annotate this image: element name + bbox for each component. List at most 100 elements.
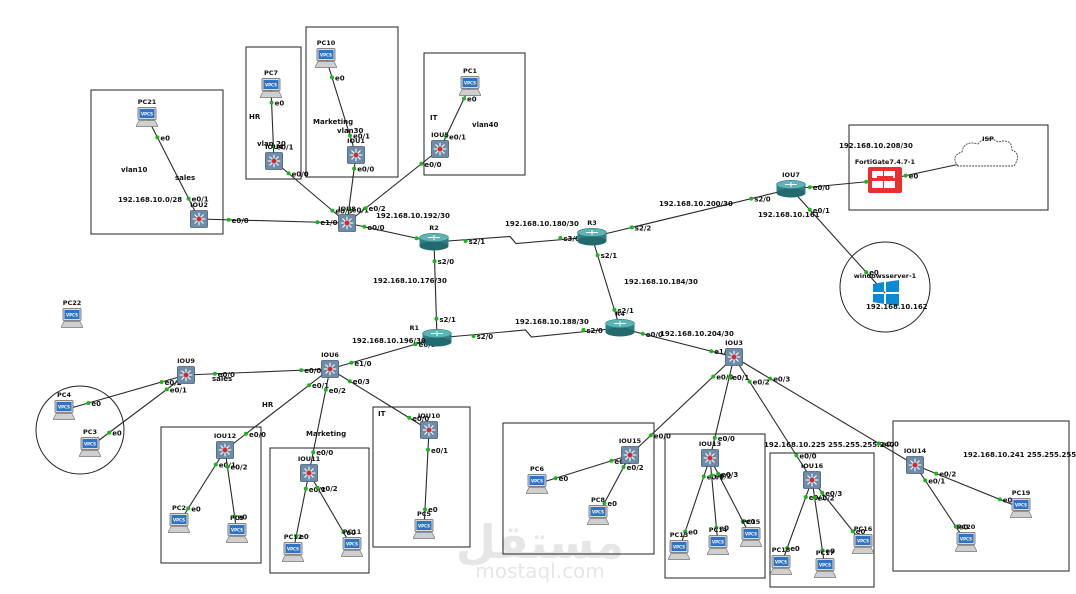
node-pc1[interactable]: PC1	[459, 67, 481, 96]
link-iou13-pc15[interactable]	[709, 457, 752, 538]
port-label: e0/1	[309, 486, 326, 494]
switch-icon	[300, 464, 318, 482]
node-pc11[interactable]: PC11	[341, 528, 363, 557]
link-pc21-iou2[interactable]	[146, 116, 200, 220]
link-iou14-pc19[interactable]	[914, 464, 1022, 509]
link-iou6-iou11[interactable]	[308, 368, 331, 474]
link-iou16-pc17[interactable]	[811, 479, 826, 569]
node-r4[interactable]: R4	[605, 310, 635, 337]
node-iou13[interactable]: IOU13	[699, 440, 721, 467]
link-iou13-pc14[interactable]	[709, 457, 719, 546]
link-pc10-iou1[interactable]	[325, 57, 357, 156]
node-pc19[interactable]: PC19	[1010, 489, 1032, 518]
node-pc22[interactable]: PC22	[61, 299, 83, 328]
link-iou15-pc8[interactable]	[597, 454, 631, 516]
node-iou6[interactable]: IOU6	[321, 351, 339, 378]
node-win[interactable]: windowsserver-1	[854, 272, 917, 306]
port-status-dot	[876, 441, 881, 446]
node-iou8[interactable]: IOU8	[338, 205, 356, 232]
link-iou9-pc4[interactable]	[63, 374, 187, 411]
node-iou3[interactable]: IOU3	[725, 339, 743, 366]
port-status-dot	[269, 100, 274, 105]
link-iou9-pc3[interactable]	[89, 374, 187, 448]
node-pc2[interactable]: PC2	[168, 504, 190, 533]
link-pc7-iou4[interactable]	[270, 87, 275, 162]
node-pc16[interactable]: PC16	[852, 525, 874, 554]
node-iou15[interactable]: IOU15	[619, 437, 642, 464]
link-iou12-pc2[interactable]	[178, 449, 226, 524]
node-pc8[interactable]: PC8	[587, 496, 609, 525]
port-status-dot	[711, 374, 716, 379]
link-r1-r4[interactable]	[436, 327, 621, 339]
node-pc15[interactable]: PC15	[740, 518, 762, 547]
node-r1[interactable]: R1	[409, 324, 452, 347]
node-iou5[interactable]: IOU5	[431, 131, 449, 158]
link-iou2-iou8[interactable]	[198, 218, 348, 224]
link-iou5-iou8[interactable]	[346, 148, 441, 224]
node-iou1[interactable]: IOU1	[347, 137, 365, 164]
node-iou11[interactable]: IOU11	[298, 455, 321, 482]
node-iou2[interactable]: IOU2	[190, 201, 208, 228]
node-iou14[interactable]: IOU14	[904, 447, 927, 474]
link-iou6-iou9[interactable]	[185, 368, 331, 376]
node-pc4[interactable]: PC4	[53, 391, 75, 420]
node-pc18[interactable]: PC18	[770, 546, 792, 575]
link-r3-r4[interactable]	[591, 236, 621, 329]
node-r2[interactable]: R2	[419, 224, 449, 251]
node-r3[interactable]: R3	[577, 219, 607, 246]
node-iou4[interactable]: IOU4	[265, 143, 283, 170]
node-fw[interactable]: FortiGate7.4.7-1	[855, 158, 916, 193]
link-pc1-iou5[interactable]	[439, 85, 471, 150]
link-iou16-pc16[interactable]	[811, 479, 864, 545]
link-iou3-iou16[interactable]	[733, 356, 813, 481]
node-label: PC12	[284, 533, 303, 541]
link-iou14-pc20[interactable]	[914, 464, 967, 543]
node-iou7[interactable]: IOU7	[776, 171, 806, 198]
port-label: e0/2	[369, 205, 386, 213]
link-iou3-iou13[interactable]	[709, 356, 735, 459]
link-iou13-pc13[interactable]	[678, 457, 711, 551]
link-r2-r1[interactable]	[433, 241, 438, 339]
node-iou16[interactable]: IOU16	[801, 462, 824, 489]
node-pc10[interactable]: PC10	[315, 39, 337, 68]
node-pc12[interactable]: PC12	[282, 533, 304, 562]
node-isp[interactable]: ISP	[954, 135, 1018, 167]
link-iou3-iou15[interactable]	[629, 356, 735, 456]
node-pc9[interactable]: PC9	[226, 514, 248, 543]
node-pc6[interactable]: PC6	[526, 465, 548, 494]
node-pc20[interactable]: PC20	[955, 523, 977, 552]
link-iou6-iou12[interactable]	[224, 368, 331, 451]
port-status-dot	[864, 179, 869, 184]
link-iou16-pc18[interactable]	[780, 479, 813, 566]
node-iou12[interactable]: IOU12	[214, 432, 236, 459]
link-iou7-win[interactable]	[790, 188, 886, 294]
link-iou15-pc6[interactable]	[536, 454, 631, 485]
port-label: e0	[1003, 496, 1013, 504]
node-pc14[interactable]: PC14	[707, 526, 729, 555]
link-iou10-pc5[interactable]	[423, 429, 430, 530]
link-iou6-iou10[interactable]	[329, 368, 430, 431]
link-r2-r3[interactable]	[433, 235, 593, 245]
link-iou11-pc12[interactable]	[292, 472, 310, 553]
node-label: R1	[409, 324, 419, 332]
link-r3-iou7[interactable]	[591, 188, 792, 238]
switch-icon	[190, 210, 208, 228]
node-pc13[interactable]: PC13	[668, 531, 690, 560]
node-pc21[interactable]: PC21	[136, 98, 158, 127]
link-iou3-iou14[interactable]	[733, 356, 916, 466]
node-pc17[interactable]: PC17	[814, 549, 836, 578]
link-iou11-pc11[interactable]	[308, 472, 353, 548]
node-iou10[interactable]: IOU10	[418, 412, 441, 439]
link-iou1-iou8[interactable]	[346, 154, 357, 224]
node-pc3[interactable]: PC3	[79, 428, 101, 457]
link-r4-iou3[interactable]	[619, 327, 735, 358]
link-r1-iou6[interactable]	[329, 337, 438, 370]
node-pc7[interactable]: PC7	[260, 69, 282, 98]
port-status-dot	[621, 465, 626, 469]
link-iou12-pc9[interactable]	[224, 449, 238, 534]
node-iou9[interactable]: IOU9	[177, 357, 195, 384]
node-pc5[interactable]: PC5	[413, 510, 435, 539]
link-iou4-iou8[interactable]	[273, 160, 348, 224]
port-label: e0	[299, 533, 309, 541]
